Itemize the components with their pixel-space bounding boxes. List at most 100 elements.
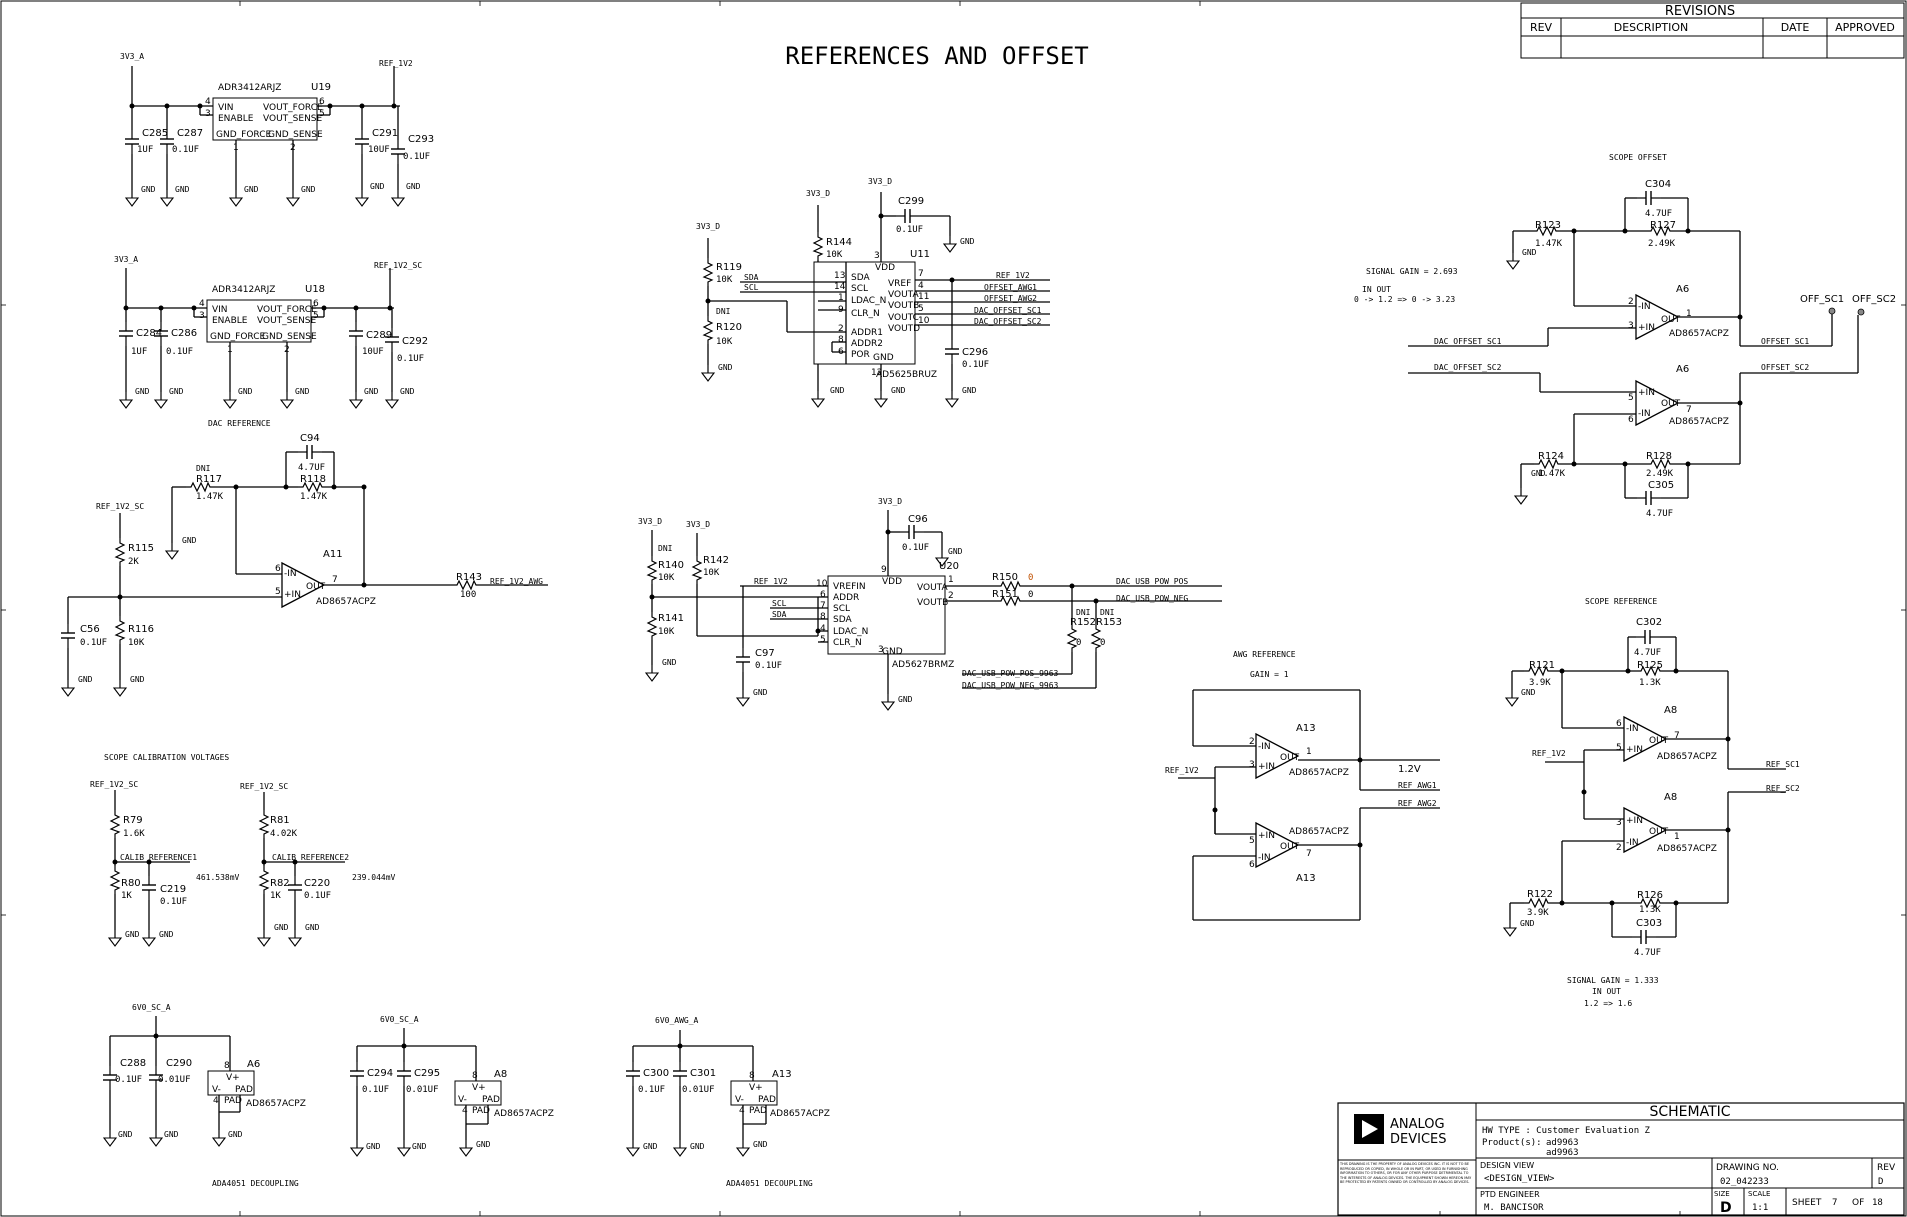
svg-text:-IN: -IN [1638,409,1651,419]
svg-text:U18: U18 [305,284,325,295]
rev-col-date: DATE [1781,21,1810,34]
svg-text:5: 5 [1616,743,1622,753]
svg-text:5: 5 [820,635,826,645]
svg-text:3: 3 [1616,818,1622,828]
svg-text:R80: R80 [121,878,141,889]
svg-text:C293: C293 [408,134,434,145]
svg-text:4: 4 [739,1106,745,1116]
svg-text:REF_1V2_SC: REF_1V2_SC [96,502,144,511]
section-label-decoupling-2: ADA4051 DECOUPLING [726,1179,813,1188]
svg-text:GND: GND [159,930,174,939]
svg-text:2K: 2K [128,557,139,567]
scope-calibration-circuit: SCOPE CALIBRATION VOLTAGES REF_1V2_SC R7… [90,753,396,947]
svg-text:R123: R123 [1535,220,1561,231]
svg-text:-IN: -IN [284,569,297,579]
svg-text:0.01UF: 0.01UF [406,1085,439,1095]
svg-text:DAC_OFFSET_SC2: DAC_OFFSET_SC2 [1434,363,1502,372]
svg-text:REF_AWG2: REF_AWG2 [1398,799,1437,808]
svg-text:0.1UF: 0.1UF [397,354,424,364]
svg-text:DNI: DNI [716,307,731,316]
svg-text:VOUTA: VOUTA [917,583,948,593]
svg-text:GND: GND [175,185,190,194]
svg-text:R116: R116 [128,624,154,635]
svg-text:A6: A6 [1676,364,1689,375]
svg-text:OFF_SC2: OFF_SC2 [1852,294,1896,305]
engineer-name: M. BANCISOR [1484,1203,1544,1213]
rev-col-rev: REV [1530,21,1553,34]
svg-text:0.01UF: 0.01UF [682,1085,715,1095]
svg-text:8: 8 [820,612,826,622]
svg-text:C296: C296 [962,347,988,358]
svg-text:R125: R125 [1637,660,1663,671]
svg-text:ad9963: ad9963 [1546,1138,1579,1148]
svg-text:6: 6 [1249,860,1255,870]
svg-text:1.47K: 1.47K [196,492,224,502]
svg-text:1UF: 1UF [131,347,147,357]
revision-letter: D [1878,1177,1883,1187]
svg-text:C305: C305 [1648,480,1674,491]
svg-text:GND: GND [244,185,259,194]
svg-text:GND: GND [135,387,150,396]
svg-text:GND: GND [370,182,385,191]
svg-text:GND_FORCE: GND_FORCE [210,332,265,342]
svg-text:DAC_OFFSET_SC1: DAC_OFFSET_SC1 [974,306,1042,315]
net-label: REF_1V2 [379,59,413,68]
u19-reference-circuit: 3V3_A REF_1V2 VIN ENABLE GND_FORCE VOUT_… [120,52,434,207]
svg-text:7: 7 [1674,731,1680,741]
svg-text:9: 9 [881,565,887,575]
svg-text:DAC_USB_POW_NEG: DAC_USB_POW_NEG [1116,594,1188,603]
svg-text:10UF: 10UF [368,145,390,155]
svg-text:6: 6 [275,564,281,574]
svg-text:SCL: SCL [772,599,787,608]
svg-text:OUT: OUT [306,582,326,592]
svg-text:GND: GND [182,536,197,545]
svg-text:GND: GND [364,387,379,396]
design-view: <DESIGN_VIEW> [1484,1174,1555,1184]
svg-text:REF_SC2: REF_SC2 [1766,784,1800,793]
svg-text:DNI: DNI [1076,608,1091,617]
svg-text:SDA: SDA [772,610,787,619]
svg-text:C304: C304 [1645,179,1671,190]
svg-text:C94: C94 [300,433,320,444]
section-label-scope-reference: SCOPE REFERENCE [1585,597,1657,606]
svg-text:ad9963: ad9963 [1546,1148,1579,1158]
svg-text:0: 0 [1100,638,1105,648]
svg-text:VREFIN: VREFIN [833,582,866,592]
svg-text:ENABLE: ENABLE [218,114,254,124]
svg-text:4.7UF: 4.7UF [1646,509,1673,519]
svg-text:LDAC_N: LDAC_N [851,296,886,306]
svg-text:V+: V+ [226,1073,240,1083]
svg-text:GND_FORCE: GND_FORCE [216,130,271,140]
svg-text:4.7UF: 4.7UF [1634,948,1661,958]
svg-text:14: 14 [834,282,846,292]
svg-text:2: 2 [838,324,844,334]
svg-text:0.1UF: 0.1UF [962,360,989,370]
svg-text:4: 4 [820,624,826,634]
svg-text:REF_SC1: REF_SC1 [1766,760,1800,769]
svg-text:239.044mV: 239.044mV [352,873,396,882]
svg-text:1:1: 1:1 [1752,1203,1768,1213]
svg-text:0 -> 1.2 => 0 -> 3.23: 0 -> 1.2 => 0 -> 3.23 [1354,295,1455,304]
svg-text:GND: GND [125,930,140,939]
u18-chip [206,299,312,343]
svg-text:10UF: 10UF [362,347,384,357]
svg-text:C302: C302 [1636,617,1662,628]
svg-text:VIN: VIN [212,305,228,315]
svg-text:REF_1V2: REF_1V2 [1165,766,1199,775]
svg-text:VOUT_FORCE: VOUT_FORCE [263,103,323,113]
svg-text:R150: R150 [992,572,1018,583]
svg-text:SHEET: SHEET [1792,1198,1822,1208]
svg-text:CLR_N: CLR_N [851,309,880,319]
svg-text:7: 7 [1686,405,1692,415]
svg-text:OF: OF [1852,1198,1864,1208]
svg-text:8: 8 [838,335,844,345]
svg-text:OFF_SC1: OFF_SC1 [1800,294,1844,305]
svg-text:PAD: PAD [749,1106,767,1116]
svg-text:AD8657ACPZ: AD8657ACPZ [1657,752,1717,762]
svg-text:R81: R81 [270,815,290,826]
svg-text:REF_1V2_SC: REF_1V2_SC [240,782,288,791]
svg-text:VOUTB: VOUTB [888,301,919,311]
